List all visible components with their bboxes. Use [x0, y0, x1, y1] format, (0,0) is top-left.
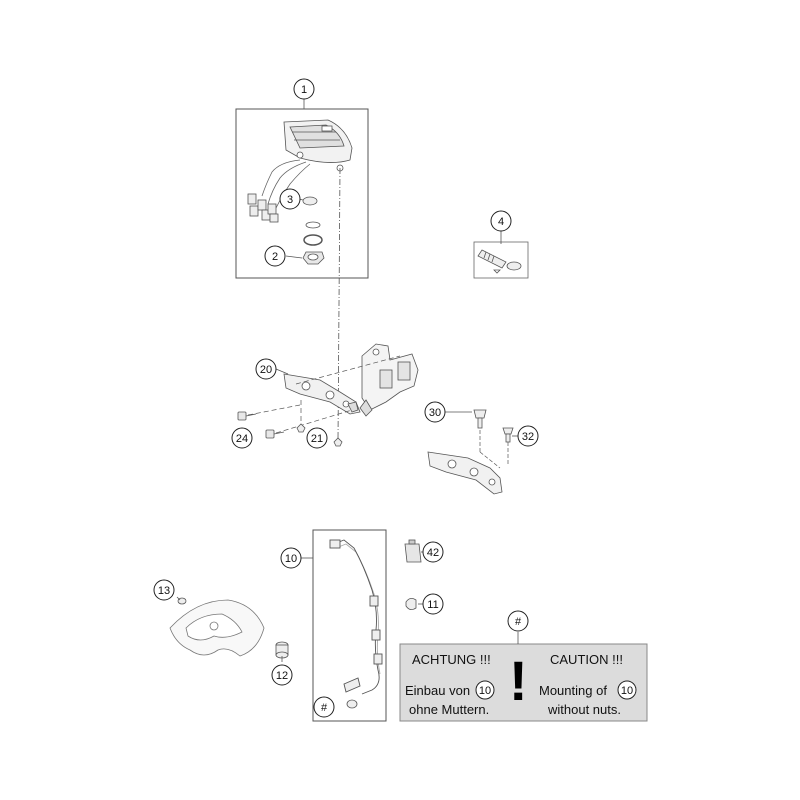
headlight-mount-part[interactable] — [359, 343, 419, 417]
callout-4-label: 4 — [498, 216, 504, 228]
part-11-clip[interactable] — [405, 598, 417, 610]
callout-30-label: 30 — [429, 407, 441, 419]
part-2-seal-set[interactable] — [302, 221, 325, 265]
callout-12[interactable]: 12 — [271, 664, 293, 686]
callout-24-label: 24 — [236, 433, 248, 445]
part-10-speedo-cable[interactable] — [329, 539, 383, 695]
assembly-line-24b — [275, 409, 353, 434]
connector-plugs[interactable] — [247, 193, 279, 223]
callout-hash-cable-label: # — [321, 702, 328, 714]
callout-10-en-label: 10 — [621, 685, 633, 697]
callout-20-label: 20 — [260, 364, 272, 376]
callout-3[interactable]: 3 — [279, 188, 301, 210]
part-32-pin[interactable] — [502, 427, 514, 443]
callout-10-en[interactable]: 10 — [617, 680, 637, 700]
part-3-rubber[interactable] — [302, 196, 318, 206]
callout-2[interactable]: 2 — [264, 245, 286, 267]
callout-10-cable[interactable]: 10 — [280, 547, 302, 569]
instrument-group-frame — [235, 108, 369, 279]
callout-hash-notice-label: # — [515, 616, 522, 628]
callout-42-label: 42 — [427, 547, 439, 559]
callout-12-label: 12 — [276, 670, 288, 682]
assembly-line-24a — [247, 404, 301, 416]
callout-32-label: 32 — [522, 431, 534, 443]
callout-24[interactable]: 24 — [231, 427, 253, 449]
callout-2-label: 2 — [272, 251, 278, 263]
callout-13[interactable]: 13 — [153, 579, 175, 601]
callout-11[interactable]: 11 — [422, 593, 444, 615]
assembly-line-main — [337, 167, 341, 441]
callout-10-de-label: 10 — [479, 685, 491, 697]
notice-en-line2: without nuts. — [547, 702, 621, 717]
part-12-spacer[interactable] — [275, 641, 289, 659]
callout-hash-notice[interactable]: # — [507, 610, 529, 632]
callout-32[interactable]: 32 — [517, 425, 539, 447]
second-bracket-part[interactable] — [427, 451, 503, 495]
callout-30[interactable]: 30 — [424, 401, 446, 423]
part-30-screw[interactable] — [473, 409, 487, 429]
part-21-caps[interactable] — [296, 423, 343, 447]
callout-11-label: 11 — [427, 599, 438, 611]
cable-group-frame — [312, 529, 387, 722]
wiring-harness-part[interactable] — [261, 159, 311, 209]
callout-10-de[interactable]: 10 — [475, 680, 495, 700]
part-13-brake-disc[interactable] — [169, 599, 265, 657]
callout-3-label: 3 — [287, 194, 293, 206]
notice-de-line1: Einbau von — [405, 683, 470, 698]
callout-4[interactable]: 4 — [490, 210, 512, 232]
assembly-line-30-32 — [479, 451, 501, 469]
leader-lines — [176, 99, 518, 662]
notice-de-line2: ohne Muttern. — [409, 702, 489, 717]
part-4-sensor[interactable] — [477, 249, 522, 274]
part-42-connector[interactable] — [404, 539, 422, 563]
cable-nut[interactable] — [346, 699, 358, 709]
callout-21-label: 21 — [311, 433, 323, 445]
callout-1[interactable]: 1 — [293, 78, 315, 100]
notice-de-title: ACHTUNG !!! — [412, 652, 491, 667]
part-24-bolts[interactable] — [237, 411, 285, 439]
part-20-bracket[interactable] — [283, 373, 361, 415]
callout-hash-cable[interactable]: # — [313, 696, 335, 718]
speedometer-part[interactable] — [283, 119, 353, 172]
callout-21[interactable]: 21 — [306, 427, 328, 449]
callout-13-label: 13 — [158, 585, 170, 597]
assembly-line-20a — [295, 355, 401, 385]
callout-42[interactable]: 42 — [422, 541, 444, 563]
notice-en-line1: Mounting of — [539, 683, 607, 698]
callout-20[interactable]: 20 — [255, 358, 277, 380]
notice-en-title: CAUTION !!! — [550, 652, 623, 667]
callout-1-label: 1 — [301, 84, 307, 96]
notice-exclamation: ! — [509, 649, 528, 712]
notice-box — [399, 643, 648, 722]
callout-10-cable-label: 10 — [285, 553, 297, 565]
